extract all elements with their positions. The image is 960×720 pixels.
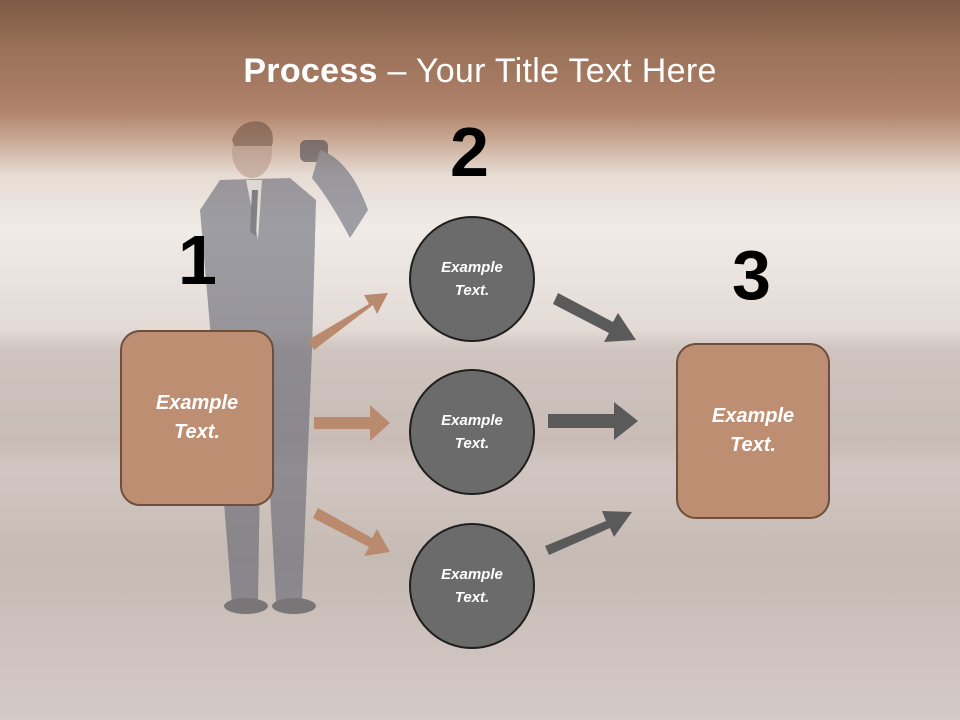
title-rest: – Your Title Text Here [377,52,717,90]
arrow-circle-3-to-right [545,511,632,555]
arrow-left-to-circle-3 [313,508,390,556]
circle-text-line2: Text. [454,282,490,299]
box-text-line1: Example [155,392,239,414]
arrow-circle-1-to-right [553,293,636,342]
step-number-1: 1 [178,221,217,299]
box-text-line1: Example [711,405,795,427]
title-bold: Process [243,52,378,90]
circle-text-line1: Example [441,566,503,583]
arrow-circle-2-to-right [548,402,638,440]
circle-text-line2: Text. [454,435,490,452]
step-number-2: 2 [450,113,489,191]
arrow-left-to-circle-2 [314,405,390,441]
circle-text-line2: Text. [454,589,490,606]
step-number-3: 3 [732,236,771,314]
circle-text-line1: Example [441,412,503,429]
arrow-left-to-circle-1 [308,293,388,350]
box-text-line2: Text. [730,434,776,456]
page-title: Process – Your Title Text Here [0,52,960,91]
circle-text-line1: Example [441,259,503,276]
box-text-line2: Text. [174,421,220,443]
